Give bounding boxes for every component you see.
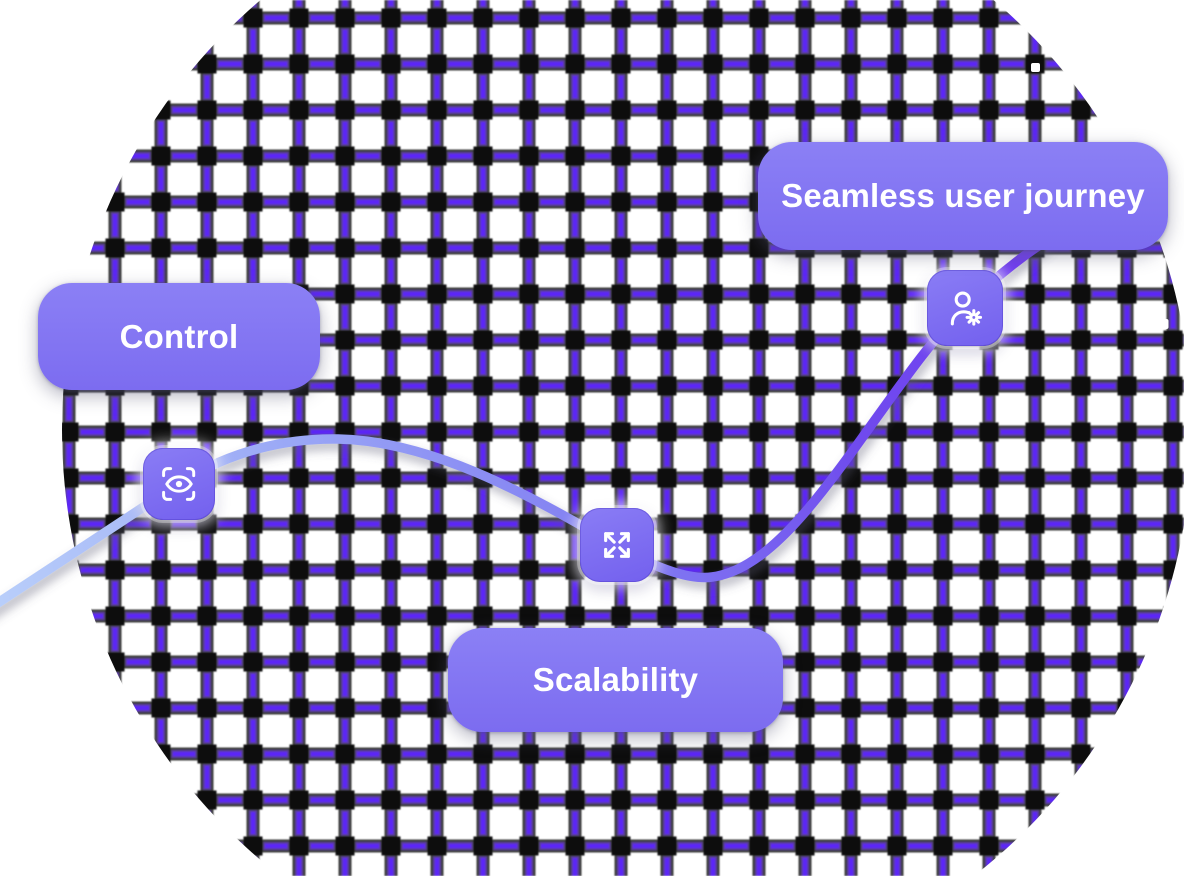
scan-eye-badge: [143, 448, 215, 520]
expand-arrows-icon: [604, 532, 630, 558]
sparkle-dot: [1031, 63, 1040, 72]
scalability-pill: Scalability: [448, 628, 783, 732]
scan-eye-icon: [162, 467, 196, 501]
control-pill: Control: [38, 283, 320, 390]
control-pill-label: Control: [119, 317, 239, 355]
sparkle-dot: [1159, 319, 1169, 329]
seamless-user-journey-pill-label: Seamless user journey: [781, 177, 1145, 214]
user-settings-badge: [927, 270, 1003, 346]
seamless-user-journey-pill: Seamless user journey: [758, 142, 1168, 250]
scalability-pill-label: Scalability: [532, 661, 699, 698]
expand-badge: [580, 508, 654, 582]
user-settings-icon: [950, 291, 983, 326]
